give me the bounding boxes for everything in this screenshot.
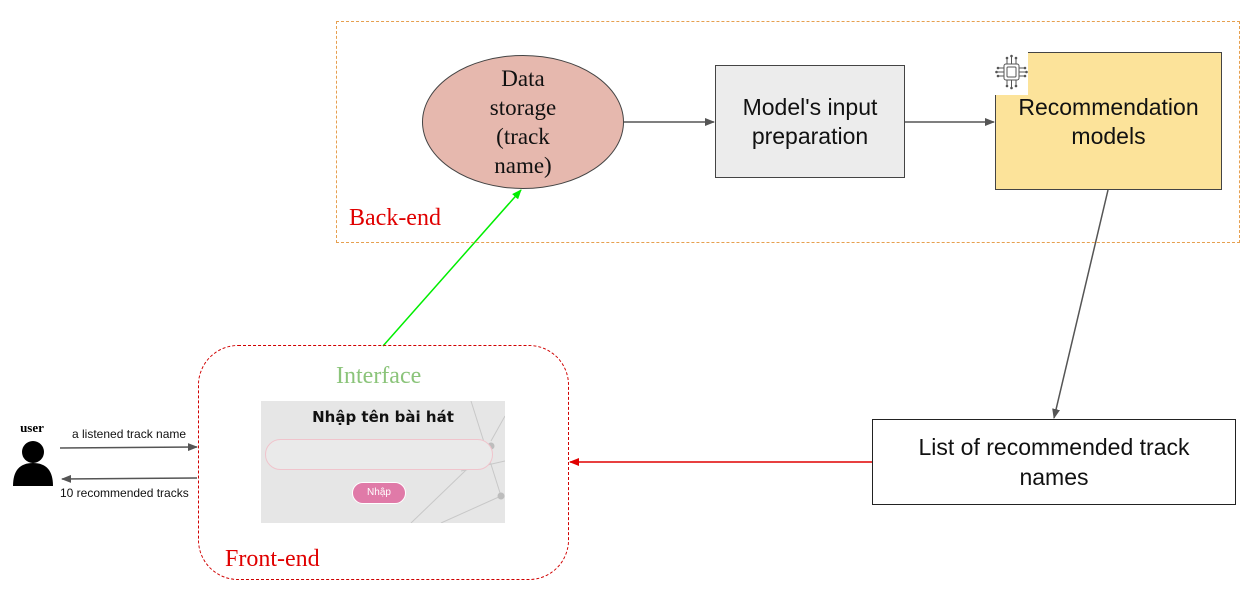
user-label: user — [20, 420, 44, 435]
interface-label: Interface — [336, 363, 422, 389]
interface-screenshot: Nhập tên bài hát Nhập — [261, 401, 505, 523]
frontend-label: Front-end — [225, 546, 320, 572]
track-name-input[interactable] — [265, 439, 493, 470]
user-to-frontend-arrow — [59, 443, 198, 452]
recommendation-models-node: Recommendation models — [995, 52, 1222, 190]
recommended-list-node: List of recommended track names — [872, 419, 1236, 505]
interface-to-storage-arrow — [382, 189, 522, 347]
models-to-list-arrow — [1052, 189, 1109, 419]
input-preparation-node: Model's input preparation — [715, 65, 905, 178]
backend-group — [336, 21, 1240, 243]
backend-label: Back-end — [349, 205, 441, 231]
frontend-group — [198, 345, 569, 580]
submit-button[interactable]: Nhập — [352, 482, 406, 504]
frontend-to-user-arrow — [61, 474, 198, 483]
person-icon — [13, 441, 53, 486]
ai-chip-icon — [995, 52, 1028, 95]
listened-track-edge-label: a listened track name — [72, 427, 187, 441]
recommended-tracks-edge-label: 10 recommended tracks — [60, 486, 189, 500]
data-storage-node: Data storage (track name) — [422, 55, 624, 189]
interface-title: Nhập tên bài hát — [312, 408, 454, 426]
